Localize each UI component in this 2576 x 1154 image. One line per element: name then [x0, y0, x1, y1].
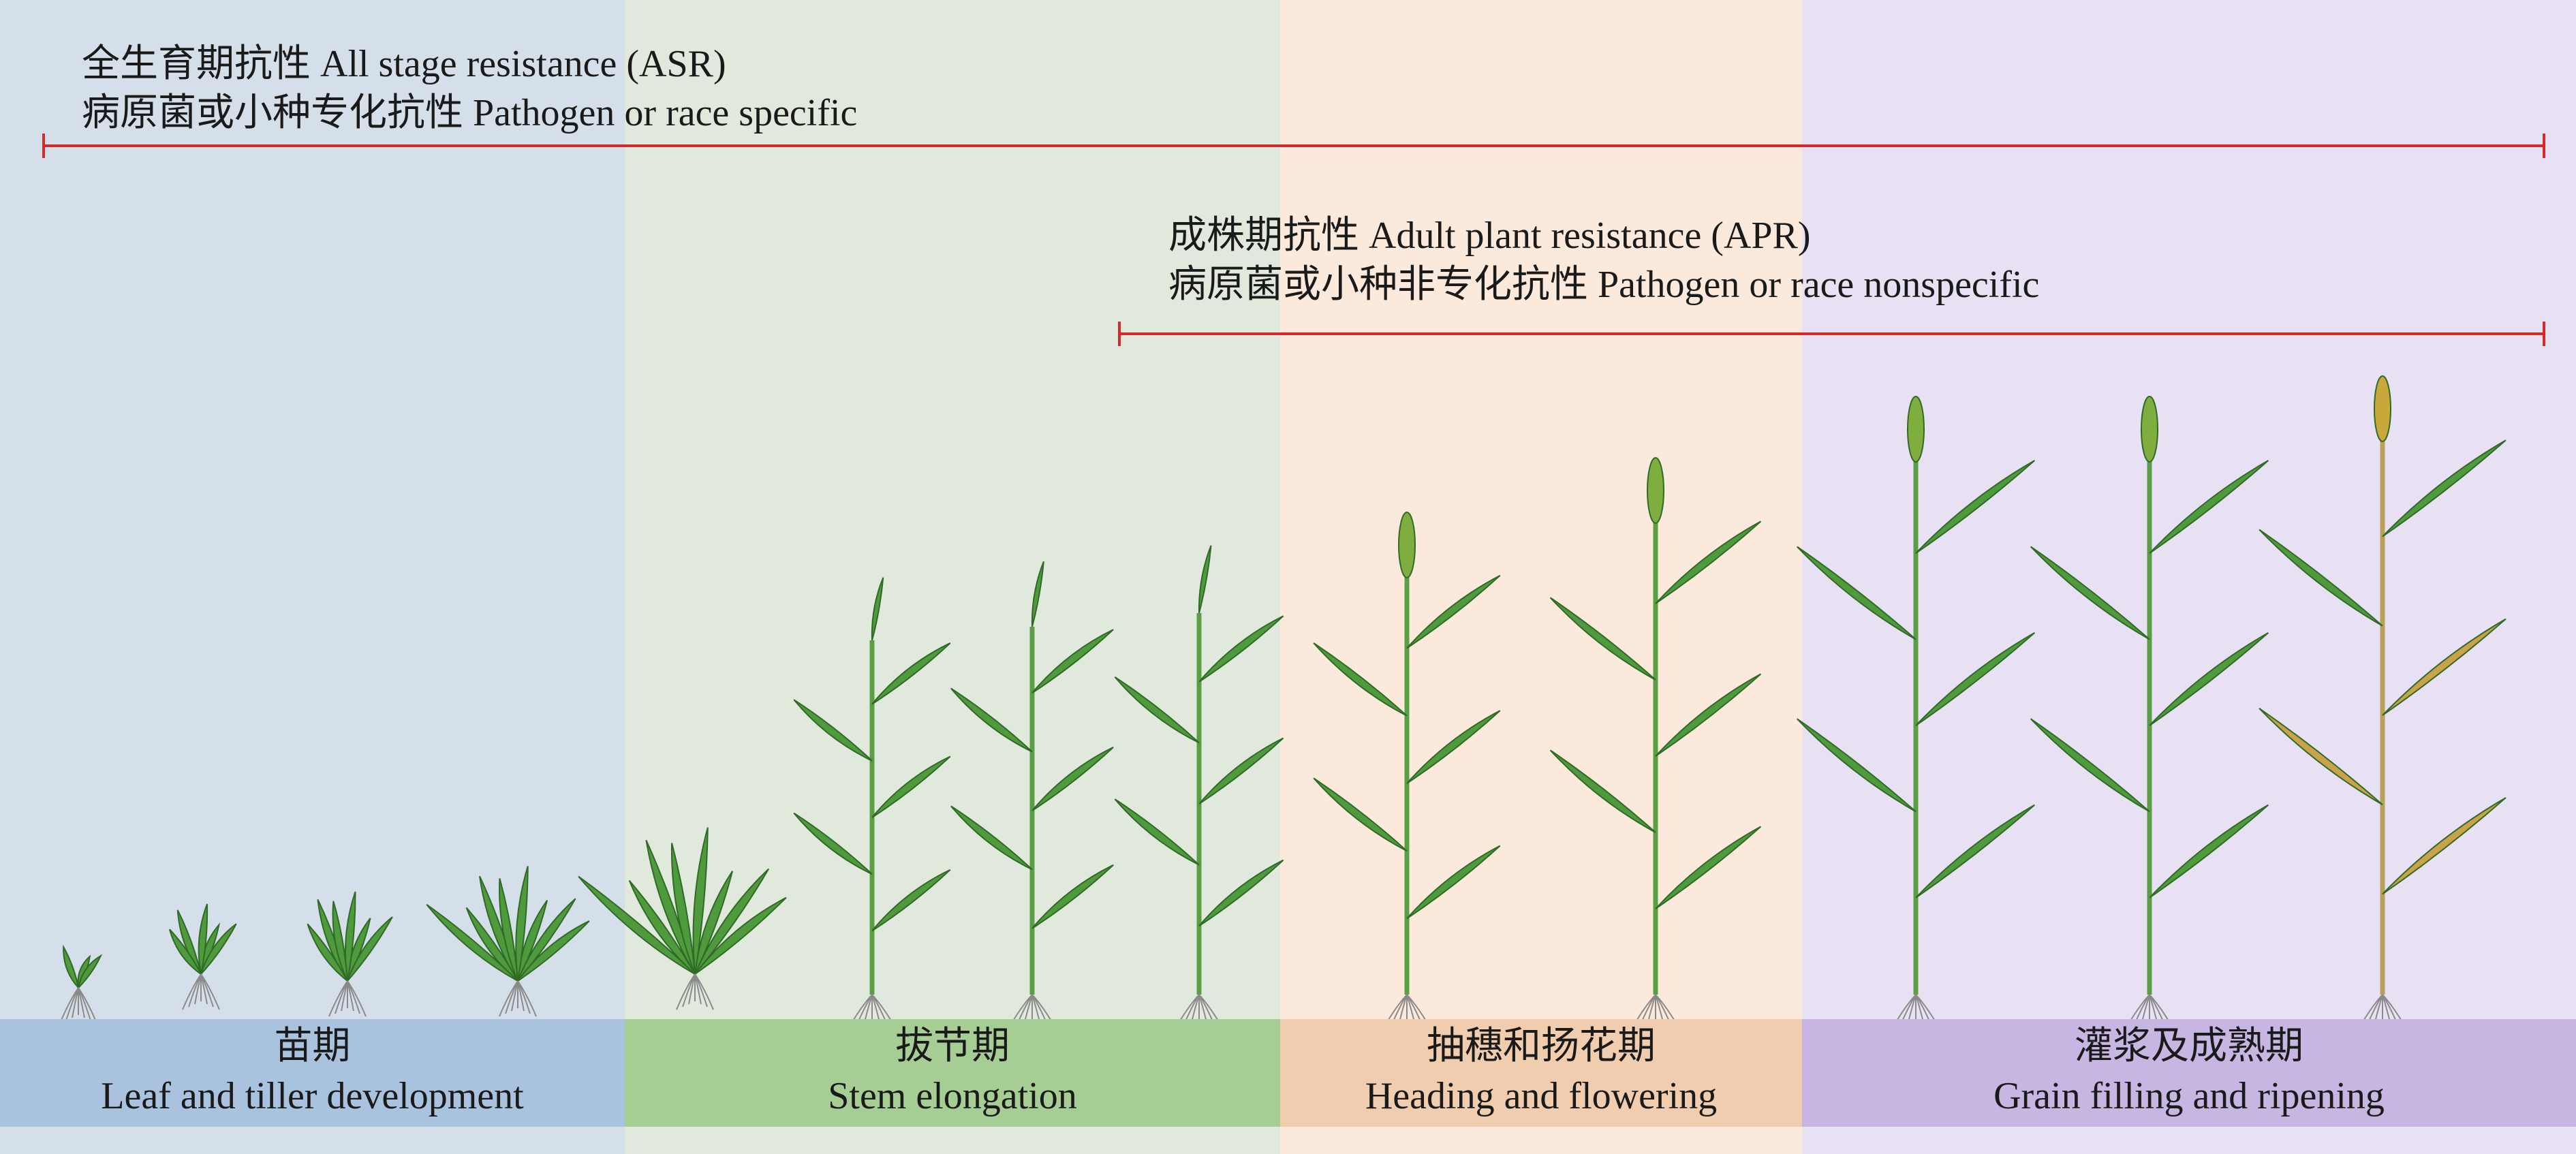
stage-label-en: Heading and flowering — [1365, 1075, 1718, 1117]
asr-subtitle: 病原菌或小种专化抗性 Pathogen or race specific — [82, 92, 858, 134]
wheat-seedling-icon — [426, 866, 590, 1017]
stage-label-grain-filling: 灌浆及成熟期 Grain filling and ripening — [1802, 1019, 2576, 1127]
wheat-plant-icon — [950, 561, 1114, 1031]
stage-label-stem-elongation: 拔节期 Stem elongation — [625, 1019, 1280, 1127]
stage-zone-grain-filling — [1802, 0, 2576, 1154]
wheat-heading-icon — [1313, 512, 1501, 1031]
stage-label-en: Leaf and tiller development — [101, 1075, 524, 1117]
stage-label-heading: 抽穗和扬花期 Heading and flowering — [1280, 1019, 1802, 1127]
wheat-ripening-icon — [2030, 396, 2269, 1031]
apr-subtitle: 病原菌或小种非专化抗性 Pathogen or race nonspecific — [1168, 264, 2040, 306]
wheat-seedling-icon — [307, 891, 393, 1017]
apr-range-line — [1118, 322, 2545, 346]
stage-zone-stem-elongation — [625, 0, 1280, 1154]
wheat-heading-icon — [1549, 457, 1762, 1031]
stage-label-zh: 灌浆及成熟期 — [2075, 1025, 2303, 1067]
wheat-plant-icon — [793, 577, 951, 1031]
stage-label-en: Stem elongation — [828, 1075, 1077, 1117]
wheat-mature-icon — [2259, 375, 2507, 1031]
apr-title: 成株期抗性 Adult plant resistance (APR) — [1168, 215, 1811, 257]
wheat-ripening-icon — [1796, 396, 2035, 1031]
stage-label-zh: 抽穗和扬花期 — [1427, 1025, 1656, 1067]
stage-label-zh: 苗期 — [274, 1025, 351, 1067]
apr-label: 成株期抗性 Adult plant resistance (APR) 病原菌或小… — [1168, 211, 2039, 309]
stage-label-zh: 拔节期 — [895, 1025, 1010, 1067]
asr-title: 全生育期抗性 All stage resistance (ASR) — [82, 43, 726, 85]
stage-label-seedling: 苗期 Leaf and tiller development — [0, 1019, 625, 1127]
asr-range-line — [42, 134, 2545, 158]
wheat-tillering-icon — [578, 827, 787, 1010]
stage-zone-heading — [1280, 0, 1802, 1154]
stage-label-en: Grain filling and ripening — [1993, 1075, 2385, 1117]
asr-label: 全生育期抗性 All stage resistance (ASR) 病原菌或小种… — [82, 40, 857, 138]
wheat-plant-icon — [1114, 545, 1284, 1031]
wheat-seedling-icon — [59, 944, 103, 1024]
wheat-seedling-icon — [168, 903, 237, 1010]
